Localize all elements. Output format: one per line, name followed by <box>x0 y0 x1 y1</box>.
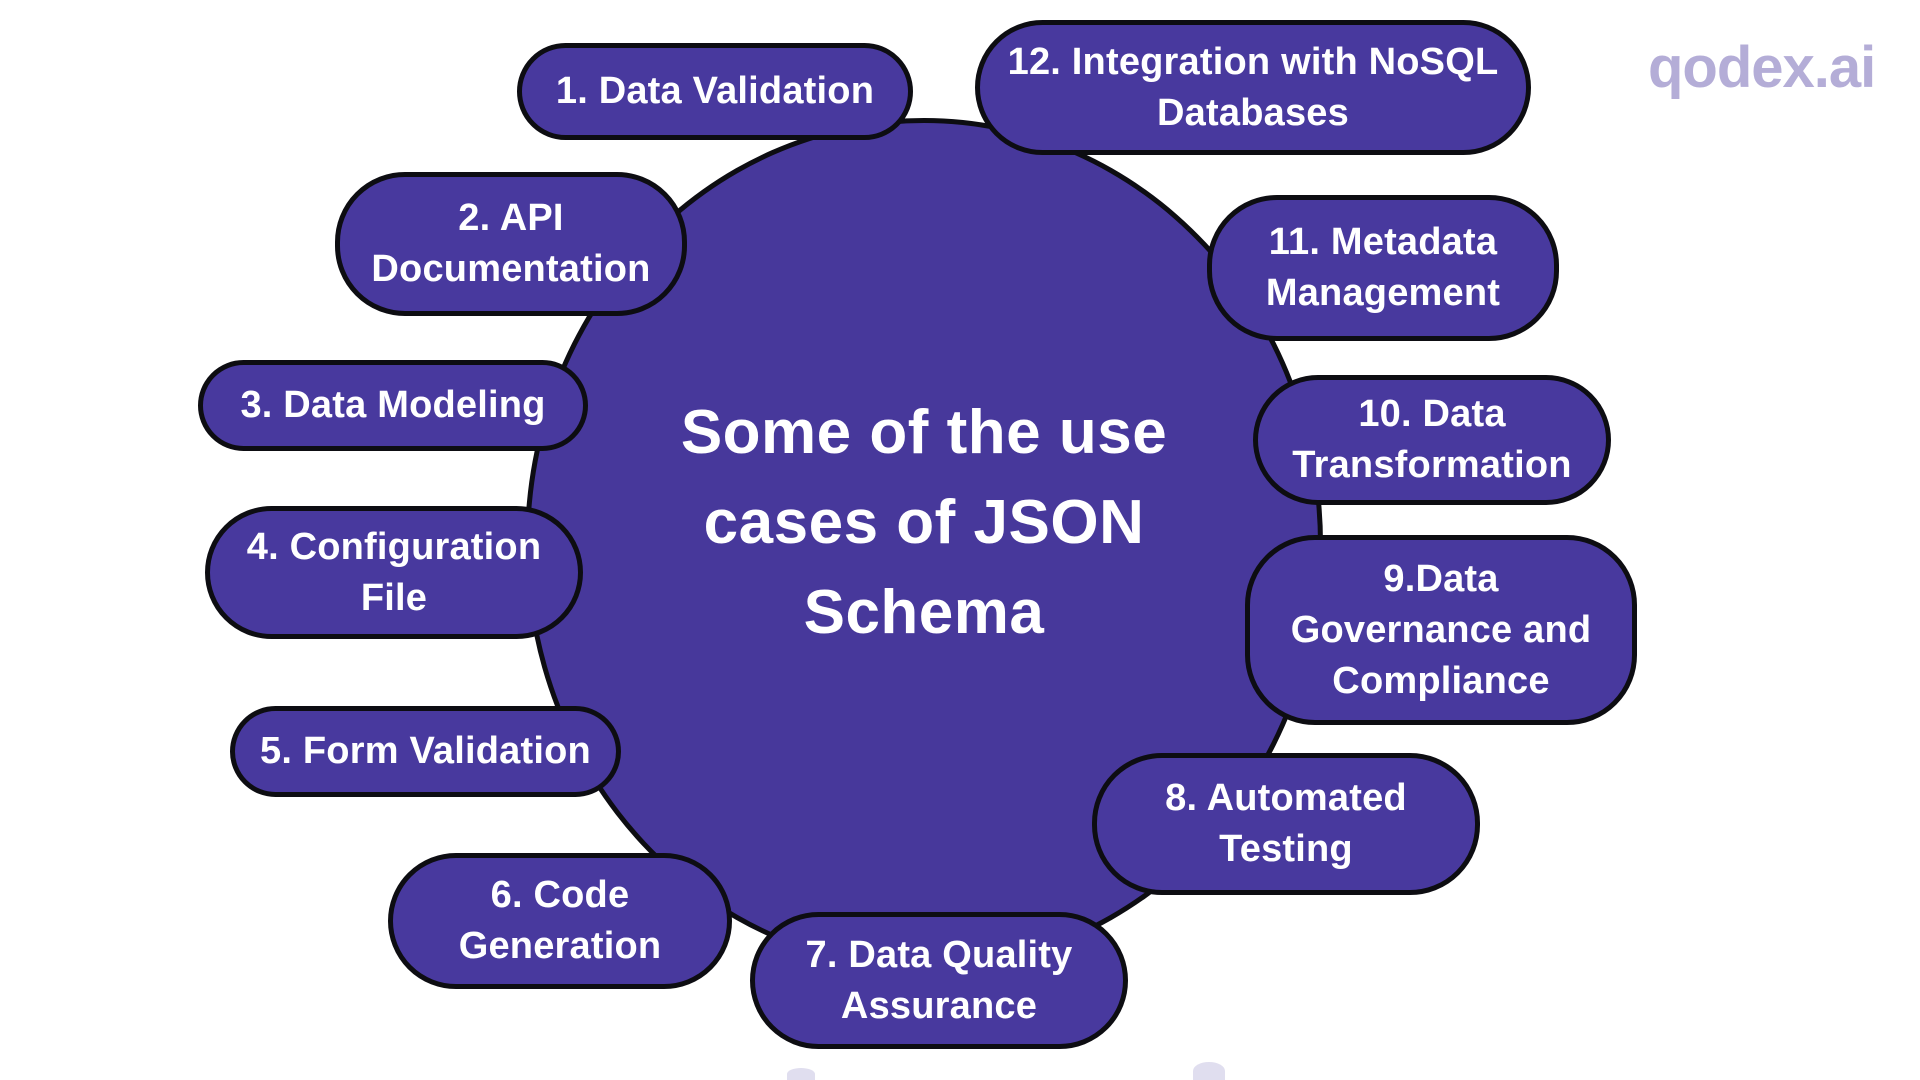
pill-integration-nosql: 12. Integration with NoSQL Databases <box>975 20 1531 155</box>
qodex-logo: qodex.ai <box>1648 35 1876 100</box>
pill-data-modeling: 3. Data Modeling <box>198 360 588 451</box>
pill-code-generation: 6. Code Generation <box>388 853 732 989</box>
pill-data-transformation: 10. Data Transformation <box>1253 375 1611 505</box>
pill-form-validation: 5. Form Validation <box>230 706 621 797</box>
pill-configuration-file: 4. Configuration File <box>205 506 583 639</box>
center-title: Some of the use cases of JSON Schema <box>680 398 1168 647</box>
pill-data-governance-compliance: 9.Data Governance and Compliance <box>1245 535 1637 725</box>
pill-automated-testing: 8. Automated Testing <box>1092 753 1480 895</box>
pill-metadata-management: 11. Metadata Management <box>1207 195 1559 341</box>
watermark-blob <box>787 1068 815 1080</box>
watermark-blob <box>1193 1062 1225 1080</box>
pill-data-validation: 1. Data Validation <box>517 43 913 140</box>
pill-data-quality-assurance: 7. Data Quality Assurance <box>750 912 1128 1049</box>
pill-api-documentation: 2. API Documentation <box>335 172 687 316</box>
